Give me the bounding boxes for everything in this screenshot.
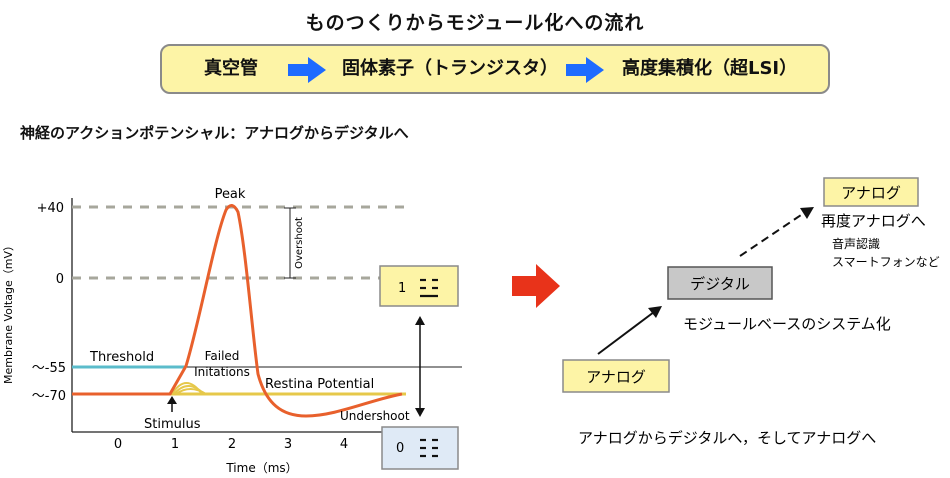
digital-low-value: 0 bbox=[396, 441, 404, 456]
resting-potential-label: Restina Potential bbox=[265, 377, 374, 392]
flow-arrow-icon bbox=[566, 57, 604, 83]
undershoot-label: Undershoot bbox=[340, 409, 410, 423]
x-tick-label: 0 bbox=[114, 437, 122, 452]
re-analog-detail: 音声認識 bbox=[832, 236, 880, 251]
progress-arrow-icon bbox=[512, 264, 560, 308]
y-tick-label: 0 bbox=[56, 272, 64, 287]
digital-to-analog-arrow-icon bbox=[739, 212, 805, 257]
state-transition-arrow-icon bbox=[415, 316, 425, 325]
peak-label: Peak bbox=[215, 187, 246, 202]
analog-label: アナログ bbox=[586, 368, 646, 386]
threshold-label: Threshold bbox=[89, 350, 154, 365]
stimulus-arrow-icon bbox=[167, 396, 177, 404]
y-tick-label: ～-55 bbox=[32, 361, 66, 376]
y-tick-label: ～-70 bbox=[32, 389, 66, 404]
stimulus-label: Stimulus bbox=[144, 417, 201, 432]
flow-step-lsi: 高度集積化（超LSI） bbox=[622, 58, 798, 79]
digital-label: デジタル bbox=[690, 275, 750, 293]
analog-box bbox=[562, 359, 670, 393]
digital-to-analog-arrow-icon bbox=[800, 207, 814, 219]
flow-step-vacuum-tube: 真空管 bbox=[204, 58, 258, 79]
re-analog-title: 再度アナログへ bbox=[821, 212, 926, 230]
technology-flow-bar: 真空管 固体素子（トランジスタ） 高度集積化（超LSI） bbox=[160, 44, 830, 94]
state-transition-arrow-icon bbox=[415, 408, 425, 417]
section-heading: 神経のアクションポテンシャル：アナログからデジタルへ bbox=[20, 124, 409, 142]
re-analog-detail: スマートフォンなど bbox=[832, 255, 940, 269]
failed-initiation-curve bbox=[175, 388, 207, 395]
digital-caption: モジュールベースのシステム化 bbox=[683, 315, 891, 333]
x-axis-label: Time（ms） bbox=[225, 461, 297, 475]
flow-step-transistor: 固体素子（トランジスタ） bbox=[342, 58, 558, 79]
x-tick-label: 2 bbox=[228, 437, 236, 452]
overshoot-label: Overshoot bbox=[294, 217, 305, 269]
flow-arrow-icon bbox=[288, 57, 326, 83]
digital-high-box bbox=[379, 265, 459, 307]
y-tick-label: +40 bbox=[37, 201, 64, 216]
action-potential-curve bbox=[72, 204, 403, 418]
digital-box bbox=[667, 266, 773, 300]
analog-to-digital-arrow-icon bbox=[597, 311, 655, 355]
digital-low-icon bbox=[420, 438, 438, 458]
page-title: ものつくりからモジュール化への流れ bbox=[305, 12, 645, 34]
analog-to-digital-arrow-icon bbox=[648, 306, 662, 318]
analog-again-label: アナログ bbox=[841, 184, 901, 202]
failed-initiations-label: Initations bbox=[194, 365, 250, 379]
y-axis-label: Membrane Voltage（mV） bbox=[2, 240, 15, 384]
x-tick-label: 4 bbox=[340, 437, 348, 452]
digital-high-value: 1 bbox=[398, 281, 406, 296]
x-tick-label: 1 bbox=[171, 437, 179, 452]
summary-text: アナログからデジタルへ，そしてアナログへ bbox=[578, 429, 876, 447]
digital-high-icon bbox=[420, 278, 438, 298]
analog-again-box bbox=[823, 177, 919, 207]
failed-initiations-label: Failed bbox=[205, 349, 240, 363]
x-tick-label: 3 bbox=[284, 437, 292, 452]
